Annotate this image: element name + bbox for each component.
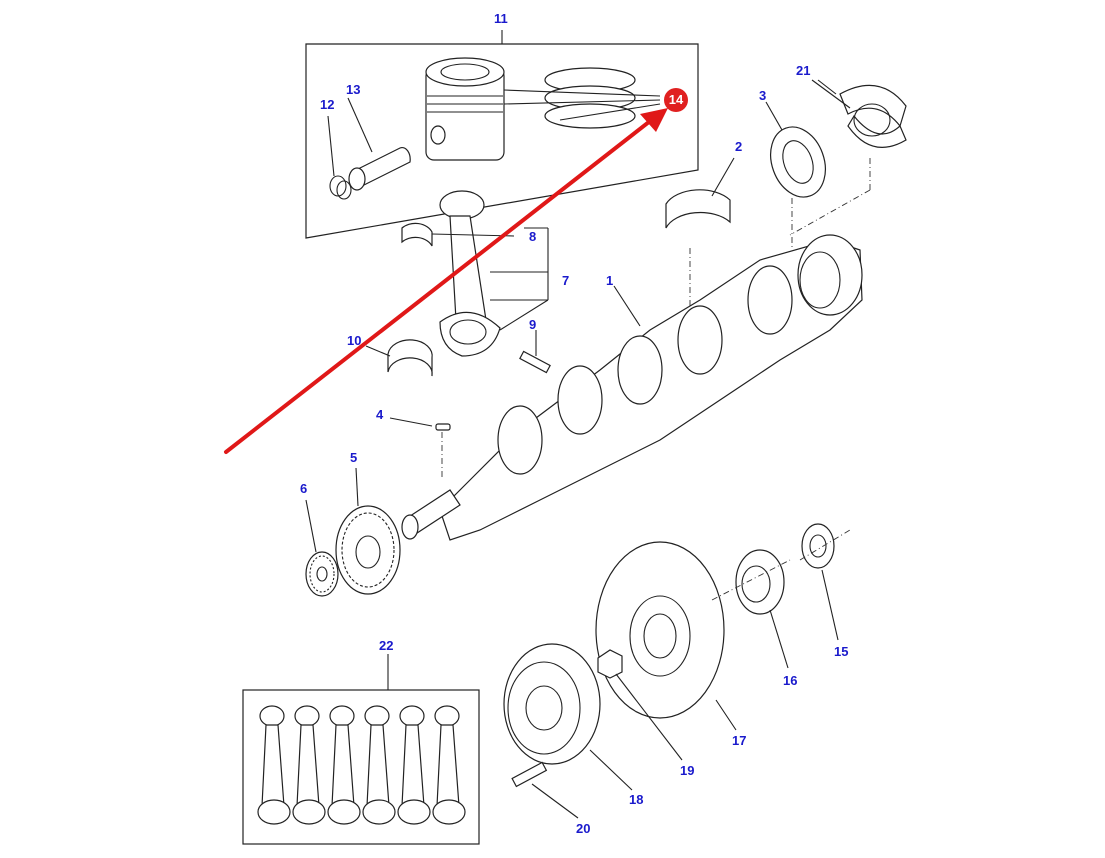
callout-5: 5	[350, 450, 358, 465]
big-end-bearing	[365, 339, 433, 377]
callout-10: 10	[347, 333, 362, 348]
crankshaft	[401, 234, 863, 541]
vibration-damper	[595, 541, 737, 731]
piston-kit-frame	[305, 30, 699, 239]
callout-4: 4	[376, 407, 384, 422]
callout-15: 15	[834, 644, 849, 659]
callout-12: 12	[320, 97, 335, 112]
callout-2: 2	[735, 139, 743, 154]
crankshaft-gear	[335, 467, 401, 595]
callout-3: 3	[759, 88, 767, 103]
highlight-badge-14[interactable]: 14	[664, 88, 688, 112]
crankshaft-hub	[711, 549, 791, 669]
callout-18: 18	[629, 792, 644, 807]
seal-washer	[799, 523, 851, 641]
callout-13: 13	[346, 82, 361, 97]
con-rod-bolt	[519, 330, 551, 374]
con-rod-set	[257, 705, 466, 825]
callout-20: 20	[576, 821, 591, 836]
callout-8: 8	[529, 229, 537, 244]
callout-22: 22	[379, 638, 394, 653]
con-rod-set-frame	[242, 654, 480, 845]
highlight-arrow	[224, 108, 668, 454]
callout-7: 7	[562, 273, 570, 288]
callout-21: 21	[796, 63, 811, 78]
pulley-bolt	[511, 761, 579, 819]
callout-11: 11	[494, 11, 508, 26]
callout-9: 9	[529, 317, 537, 332]
callout-16: 16	[783, 673, 798, 688]
main-bearing-shell	[665, 157, 735, 330]
callout-6: 6	[300, 481, 308, 496]
thrust-washer	[765, 101, 826, 250]
pinion-gear	[305, 499, 339, 597]
piston	[425, 57, 505, 161]
circlips	[327, 115, 352, 200]
piston-pin	[347, 97, 411, 191]
connecting-rod	[401, 190, 549, 357]
callout-1: 1	[606, 273, 614, 288]
thrust-bearing-set	[789, 79, 907, 236]
callout-19: 19	[680, 763, 695, 778]
callout-17: 17	[732, 733, 747, 748]
pulley-nut	[597, 649, 683, 761]
woodruff-key	[389, 417, 451, 480]
crankshaft-pulley	[503, 643, 633, 791]
piston-rings	[503, 67, 661, 129]
